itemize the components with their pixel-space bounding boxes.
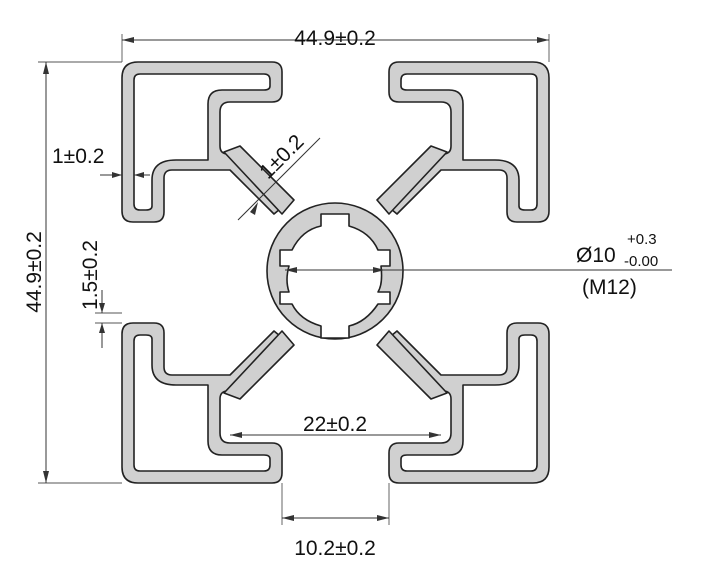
label-bore-tol-lower: -0.00	[624, 253, 658, 270]
chamber-void-bottom-left	[133, 334, 271, 472]
label-slot-opening: 10.2±0.2	[294, 537, 376, 560]
label-bore-diameter: Ø10	[576, 244, 616, 267]
label-wall-thickness: 1±0.2	[52, 145, 104, 168]
label-thread: (M12)	[582, 276, 637, 299]
dim-line-web-thickness	[237, 137, 321, 221]
profile-cross-section	[121, 61, 550, 484]
chamber-void-bottom-right	[400, 334, 538, 472]
web-top-right	[376, 145, 448, 215]
web-bottom-left	[223, 330, 295, 400]
label-overall-width: 44.9±0.2	[294, 27, 376, 50]
label-lip-thickness: 1.5±0.2	[79, 240, 102, 310]
web-bottom-right	[376, 330, 448, 400]
web-top-left	[223, 145, 295, 215]
dimensions: 44.9±0.2 44.9±0.2 1±0.2 1±0.2 1.5±0.2 22…	[23, 27, 672, 560]
center-bore	[279, 213, 391, 339]
chamber-void-top-right	[400, 73, 538, 211]
label-slot-inner-width: 22±0.2	[303, 413, 367, 436]
chamber-void-top-left	[133, 73, 271, 211]
label-bore-tol-upper: +0.3	[627, 231, 657, 248]
label-overall-height: 44.9±0.2	[23, 231, 46, 313]
